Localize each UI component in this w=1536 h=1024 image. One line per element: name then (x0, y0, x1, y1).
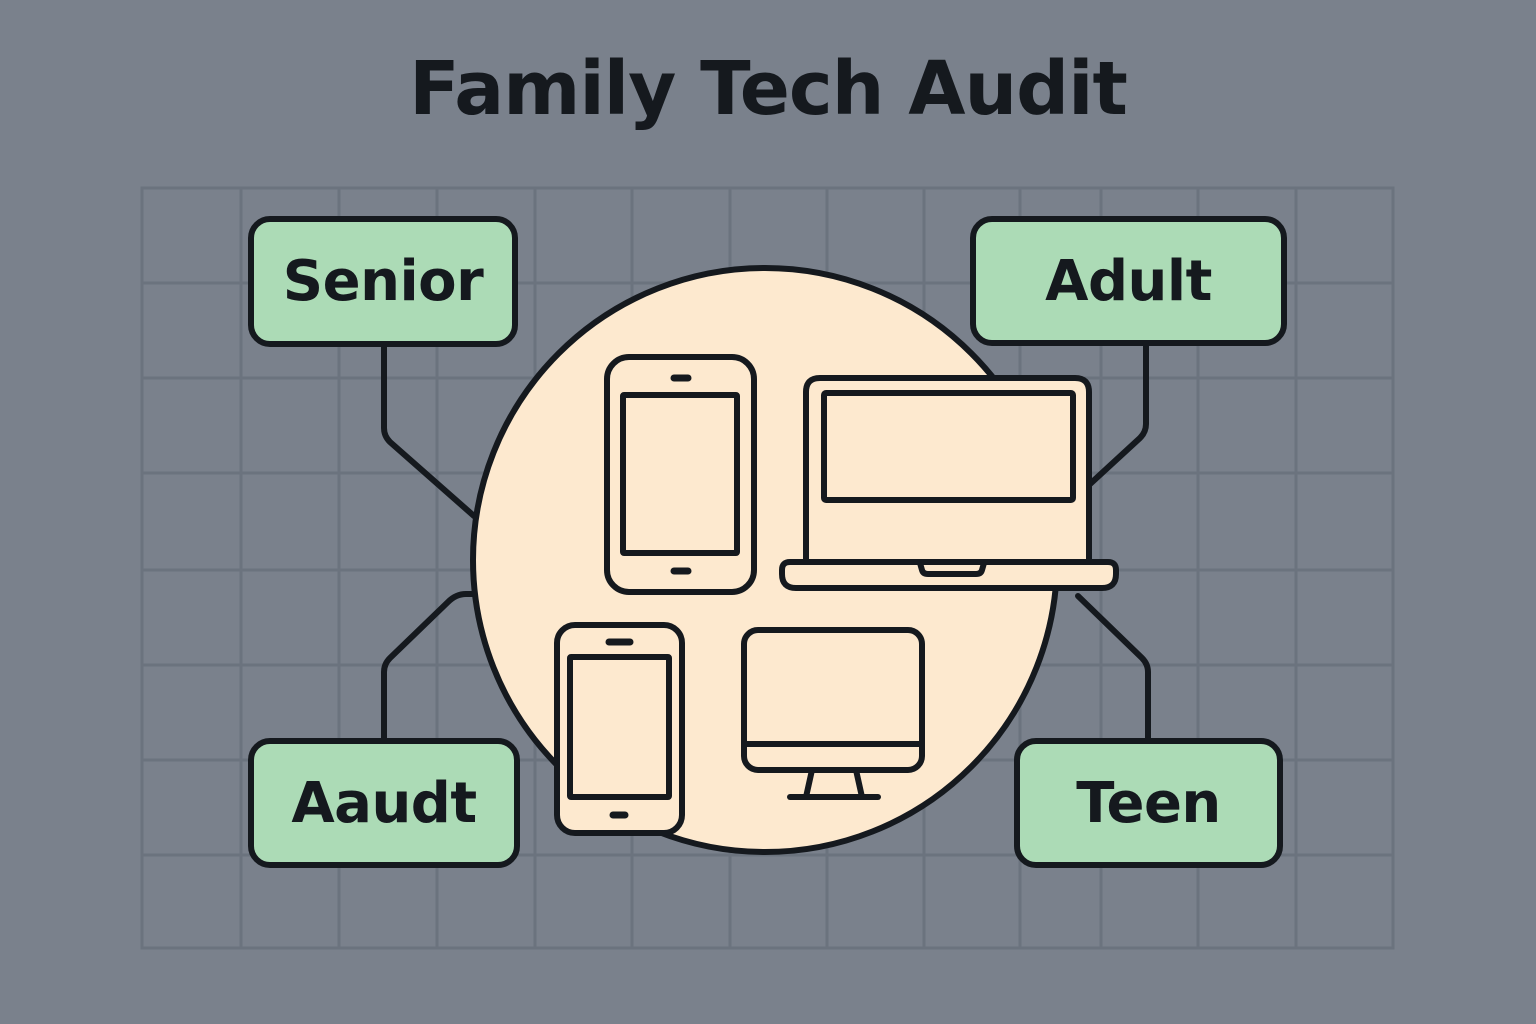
connector-lines (381, 342, 1151, 741)
laptop-icon (779, 375, 1119, 591)
smartphone-icon (554, 622, 685, 836)
desktop-monitor-icon (741, 627, 925, 800)
connector-aaudt (381, 591, 477, 741)
label-teen[interactable]: Teen (1014, 738, 1283, 868)
tablet-icon (604, 354, 757, 595)
connector-senior (381, 343, 477, 519)
label-senior[interactable]: Senior (248, 216, 518, 347)
page-title: Family Tech Audit (409, 46, 1128, 132)
label-adult[interactable]: Adult (970, 216, 1287, 346)
connector-adult (1087, 342, 1149, 487)
label-aaudt[interactable]: Aaudt (248, 738, 520, 868)
connector-teen (1075, 593, 1151, 741)
